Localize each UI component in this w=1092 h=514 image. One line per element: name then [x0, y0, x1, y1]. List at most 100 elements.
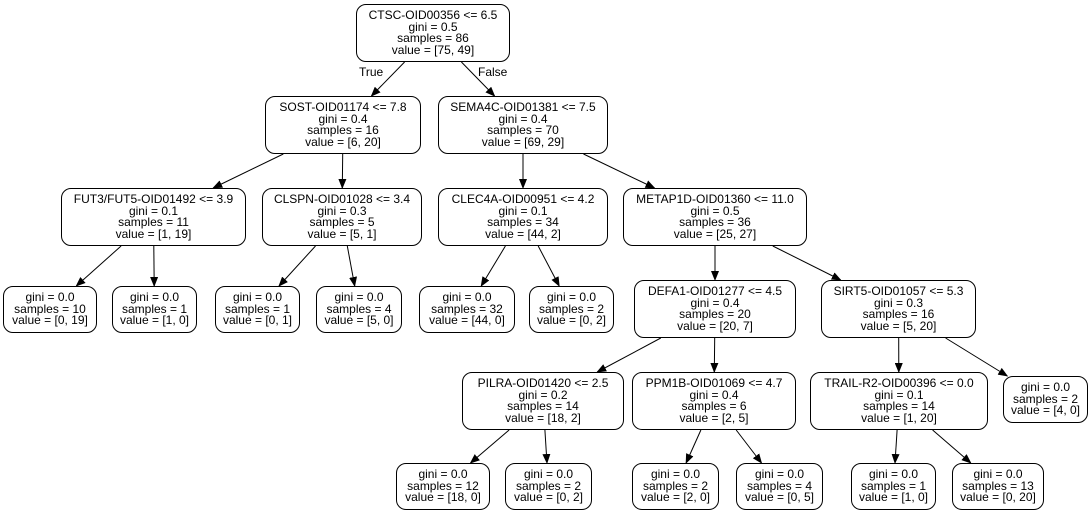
node-value: value = [1, 0] [858, 490, 929, 505]
node-samples: samples = 86 [397, 31, 469, 45]
tree-node-pilra: PILRA-OID01420 <= 2.5 gini = 0.2 samples… [462, 372, 624, 430]
node-samples: samples = 13 [962, 478, 1034, 493]
tree-edge-arrow [480, 245, 506, 287]
node-samples: samples = 2 [642, 478, 709, 493]
node-value: value = [25, 27] [673, 226, 757, 241]
node-gini: gini = 0.4 [318, 111, 368, 126]
tree-edge-arrow [685, 429, 702, 464]
node-gini: gini = 0.4 [689, 387, 739, 402]
node-samples: samples = 14 [507, 399, 579, 413]
node-value: value = [2, 5] [679, 410, 749, 425]
node-value: value = [4, 0] [1010, 403, 1081, 418]
tree-edge-arrow [542, 429, 551, 464]
tree-edge-arrow [596, 337, 662, 373]
tree-node-clec4a: CLEC4A-OID00951 <= 4.2 gini = 0.1 sample… [438, 188, 608, 246]
node-gini: gini = 0.1 [874, 387, 924, 402]
tree-node-sirt5: SIRT5-OID01057 <= 5.3 gini = 0.3 samples… [821, 280, 976, 338]
node-value: value = [18, 2] [505, 410, 581, 425]
node-samples: samples = 6 [681, 399, 747, 413]
node-gini: gini = 0.0 [650, 467, 701, 482]
node-value: value = [44, 0] [429, 313, 505, 328]
tree-leaf: gini = 0.0 samples = 12 value = [18, 0] [396, 463, 490, 510]
node-value: value = [6, 20] [305, 134, 381, 149]
node-samples: samples = 34 [487, 215, 559, 229]
node-value: value = [1, 19] [115, 226, 192, 241]
node-value: value = [0, 5] [744, 490, 815, 505]
node-value: value = [18, 0] [405, 490, 481, 505]
tree-leaf: gini = 0.0 samples = 10 value = [0, 19] [3, 286, 97, 333]
node-gini: gini = 0.3 [873, 295, 924, 310]
node-samples: samples = 11 [118, 215, 189, 229]
node-samples: samples = 10 [14, 301, 86, 316]
node-samples: samples = 2 [538, 301, 605, 316]
tree-node-fut3-fut5: FUT3/FUT5-OID01492 <= 3.9 gini = 0.1 sam… [61, 188, 246, 246]
node-gini: gini = 0.0 [418, 467, 468, 482]
tree-leaf: gini = 0.0 samples = 32 value = [44, 0] [419, 286, 515, 333]
node-value: value = [2, 0] [640, 490, 711, 505]
node-split: CLEC4A-OID00951 <= 4.2 [451, 192, 595, 206]
tree-leaf: gini = 0.0 samples = 4 value = [5, 0] [316, 286, 402, 333]
node-gini: gini = 0.4 [498, 111, 548, 126]
node-split: PPM1B-OID01069 <= 4.7 [645, 376, 783, 390]
node-samples: samples = 14 [863, 399, 935, 413]
node-samples: samples = 36 [679, 215, 751, 229]
node-value: value = [44, 2] [485, 226, 561, 241]
node-gini: gini = 0.0 [25, 290, 75, 305]
tree-leaf: gini = 0.0 samples = 2 value = [2, 0] [632, 463, 719, 510]
tree-leaf: gini = 0.0 samples = 1 value = [0, 1] [215, 286, 300, 333]
node-gini: gini = 0.0 [232, 290, 283, 305]
node-samples: samples = 12 [407, 478, 479, 493]
tree-node-sost: SOST-OID01174 <= 7.8 gini = 0.4 samples … [265, 96, 421, 154]
node-split: METAP1D-OID01360 <= 11.0 [636, 192, 794, 206]
node-samples: samples = 1 [224, 301, 291, 316]
tree-edge-arrow [469, 429, 510, 464]
node-value: value = [69, 29] [481, 134, 565, 149]
node-gini: gini = 0.5 [690, 203, 740, 218]
node-gini: gini = 0.0 [868, 467, 919, 482]
tree-leaf: gini = 0.0 samples = 2 value = [0, 2] [529, 286, 614, 333]
node-value: value = [5, 20] [860, 318, 937, 333]
tree-node-sema4c: SEMA4C-OID01381 <= 7.5 gini = 0.4 sample… [438, 96, 608, 154]
node-samples: samples = 5 [309, 215, 375, 229]
node-gini: gini = 0.1 [128, 203, 179, 218]
node-samples: samples = 2 [1012, 391, 1079, 406]
true-edge-label: True [359, 65, 384, 79]
false-edge-label: False [478, 65, 508, 79]
node-split: CTSC-OID00356 <= 6.5 [368, 8, 498, 22]
node-gini: gini = 0.0 [1020, 380, 1071, 395]
node-split: FUT3/FUT5-OID01492 <= 3.9 [73, 192, 234, 206]
tree-edge-arrow [75, 245, 122, 287]
node-samples: samples = 1 [860, 478, 927, 493]
tree-edge-arrow [370, 61, 405, 97]
tree-leaf: gini = 0.0 samples = 1 value = [1, 0] [112, 286, 197, 333]
node-split: CLSPN-OID01028 <= 3.4 [273, 192, 411, 206]
tree-edge-arrow [891, 429, 900, 464]
tree-node-defa1: DEFA1-OID01277 <= 4.5 gini = 0.4 samples… [634, 280, 796, 338]
tree-edge-arrow [212, 153, 284, 189]
tree-edge-arrow [945, 337, 1009, 377]
tree-edge-arrow [537, 245, 560, 287]
node-value: value = [20, 7] [677, 318, 753, 333]
tree-edge-arrow [461, 61, 496, 97]
node-value: value = [0, 2] [536, 313, 607, 328]
tree-edge-arrow [346, 245, 357, 287]
node-samples: samples = 4 [326, 301, 392, 316]
node-split: TRAIL-R2-OID00396 <= 0.0 [824, 376, 974, 390]
tree-edge-arrow [932, 429, 972, 464]
tree-node-clspn: CLSPN-OID01028 <= 3.4 gini = 0.3 samples… [262, 188, 422, 246]
tree-edge-arrow [772, 245, 842, 281]
node-gini: gini = 0.3 [317, 203, 367, 218]
node-samples: samples = 32 [431, 301, 503, 316]
node-value: value = [0, 2] [513, 490, 584, 505]
node-value: value = [75, 49] [391, 42, 475, 57]
node-gini: gini = 0.0 [334, 290, 384, 305]
node-gini: gini = 0.0 [973, 467, 1023, 482]
node-split: SOST-OID01174 <= 7.8 [279, 100, 407, 114]
tree-edge-arrow [735, 429, 763, 464]
node-split: DEFA1-OID01277 <= 4.5 [647, 284, 783, 298]
node-gini: gini = 0.1 [498, 203, 548, 218]
node-value: value = [0, 1] [222, 313, 293, 328]
node-gini: gini = 0.5 [408, 19, 458, 34]
